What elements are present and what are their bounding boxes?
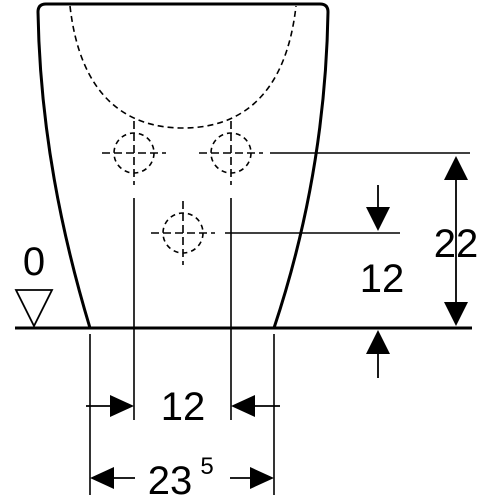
water-supply-left-symbol: [101, 120, 167, 186]
dim-12v-arrow-up: [366, 330, 390, 354]
level-triangle: [14, 289, 54, 329]
dim-12h-label: 12: [161, 385, 206, 429]
level-label: 0: [23, 240, 45, 284]
dim-23-arrow-left: [90, 467, 114, 489]
dim-22-arrow-bottom: [444, 302, 468, 326]
dim-22-label: 22: [434, 222, 479, 266]
dim-23-label: 23: [148, 459, 193, 500]
dim-12h-arrow-left: [231, 395, 255, 417]
dim-12v-label: 12: [360, 257, 405, 301]
dim-22-arrow-top: [444, 156, 468, 180]
water-supply-right-symbol: [198, 120, 264, 186]
dim-23-arrow-right: [250, 467, 274, 489]
dim-23-superscript: 5: [200, 453, 213, 480]
dim-12h-arrow-right: [110, 395, 134, 417]
bowl-hidden-line: [69, 5, 297, 129]
dim-12v-arrow-down: [366, 207, 390, 231]
waste-connection-symbol: [150, 200, 216, 266]
bidet-body-outline: [36, 2, 330, 329]
